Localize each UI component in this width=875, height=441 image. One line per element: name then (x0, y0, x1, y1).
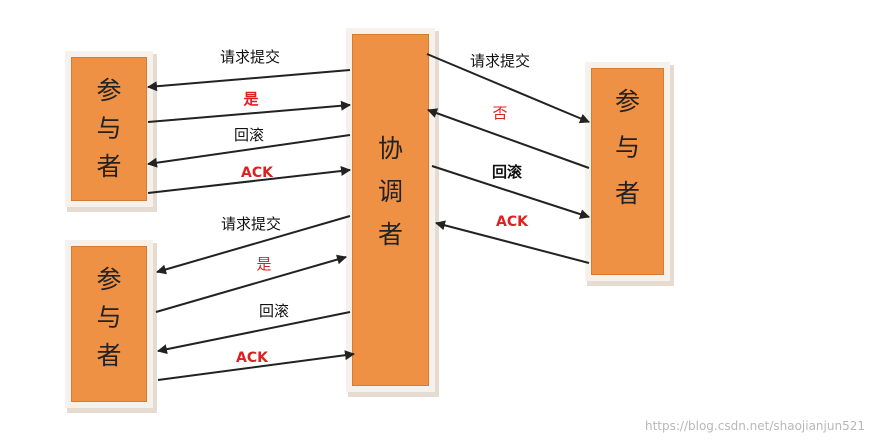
arrow-rollback-bottom (157, 311, 351, 355)
coordinator-label: 协 调 者 (353, 127, 428, 256)
arrow-no-right (427, 108, 590, 169)
watermark: https://blog.csdn.net/shaojianjun521 (645, 419, 865, 433)
participant-char-2: 与 (96, 114, 122, 143)
arrow-request-commit-right (426, 53, 590, 124)
label-rollback-right: 回滚 (492, 163, 523, 181)
participant-char-1: 参 (96, 76, 122, 105)
label-ack-bottom: ACK (236, 350, 269, 366)
arrow-ack-bottom (157, 350, 355, 381)
participant-char-3: 者 (614, 179, 640, 208)
participant-char-3: 者 (96, 152, 122, 181)
participant-label: 参 与 者 (72, 72, 146, 186)
arrow-request-commit-top (147, 69, 351, 92)
coordinator-char-2: 调 (377, 177, 403, 206)
arrow-ack-right (435, 220, 590, 264)
label-ack-right: ACK (496, 214, 529, 230)
participant-box-bottom-left: 参 与 者 (71, 246, 147, 402)
arrow-rollback-right (431, 165, 590, 219)
coordinator-box: 协 调 者 (352, 34, 429, 386)
coordinator-char-3: 者 (377, 220, 403, 249)
label-yes-top: 是 (242, 90, 259, 108)
label-no-right: 否 (492, 104, 507, 122)
arrow-ack-top (147, 166, 351, 194)
participant-char-3: 者 (96, 341, 122, 370)
participant-char-1: 参 (614, 87, 640, 116)
arrow-yes-bottom (155, 254, 347, 313)
arrow-request-commit-bottom (156, 215, 351, 275)
label-rollback-bottom: 回滚 (259, 302, 289, 320)
participant-box-right: 参 与 者 (591, 68, 664, 275)
participant-char-1: 参 (96, 265, 122, 294)
arrow-rollback-top (147, 134, 351, 168)
participant-box-top-left: 参 与 者 (71, 57, 147, 201)
participant-char-2: 与 (614, 133, 640, 162)
label-request-commit-right: 请求提交 (470, 52, 530, 70)
participant-char-2: 与 (96, 303, 122, 332)
participant-label: 参 与 者 (592, 79, 663, 217)
label-ack-top: ACK (241, 165, 274, 181)
coordinator-char-1: 协 (377, 134, 403, 163)
label-yes-bottom: 是 (256, 255, 271, 273)
arrow-yes-top (147, 100, 351, 123)
label-rollback-top: 回滚 (234, 126, 264, 144)
label-request-commit-top: 请求提交 (220, 48, 280, 66)
label-request-commit-bottom: 请求提交 (221, 215, 281, 233)
participant-label: 参 与 者 (72, 261, 146, 375)
